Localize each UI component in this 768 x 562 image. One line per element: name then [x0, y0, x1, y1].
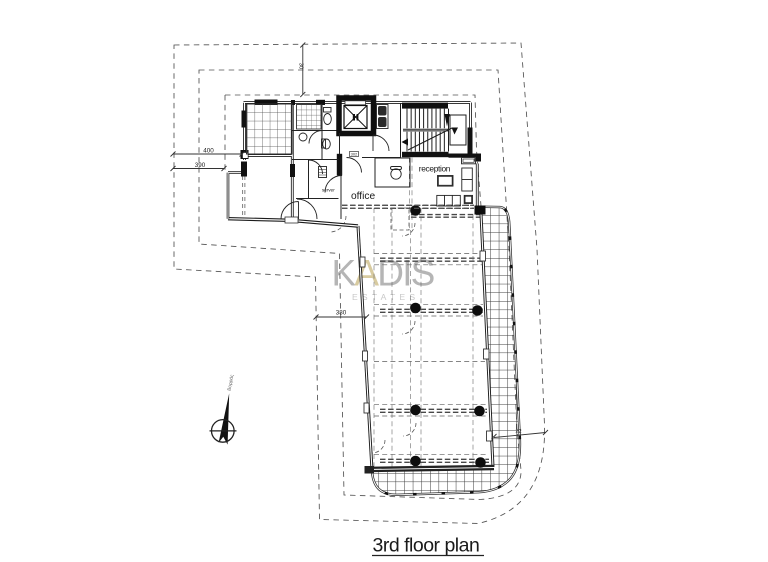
svg-text:office: office	[351, 191, 375, 202]
svg-text:302: 302	[351, 152, 358, 157]
svg-text:Βορράς: Βορράς	[226, 373, 236, 391]
svg-text:3rd floor plan: 3rd floor plan	[373, 535, 480, 557]
svg-text:380: 380	[336, 310, 347, 317]
svg-text:reception: reception	[419, 164, 451, 174]
svg-text:22: 22	[516, 429, 522, 435]
svg-text:30: 30	[298, 63, 304, 69]
svg-text:ESTATES: ESTATES	[352, 292, 419, 302]
svg-text:server: server	[322, 187, 335, 192]
svg-text:390: 390	[195, 162, 206, 169]
svg-text:KADIS: KADIS	[332, 253, 434, 294]
svg-text:400: 400	[203, 148, 214, 155]
